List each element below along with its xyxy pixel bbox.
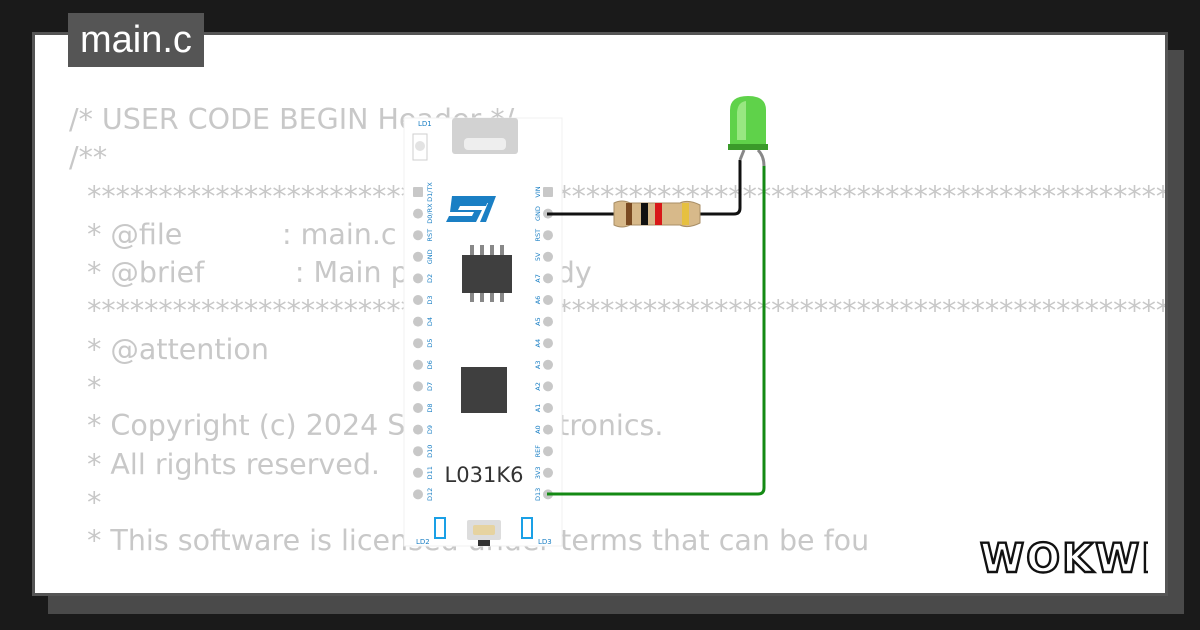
right-pin-label: A5 <box>534 317 542 326</box>
ld2-led <box>434 517 446 539</box>
right-pin-label: A0 <box>534 425 542 434</box>
board-model-label: L031K6 <box>445 463 524 487</box>
left-pin-d2[interactable] <box>413 273 423 284</box>
right-pin-label: A6 <box>534 296 542 305</box>
left-pin-label: D12 <box>426 488 434 501</box>
right-pin-ref[interactable] <box>543 446 553 457</box>
ld3-label: LD3 <box>538 538 552 546</box>
right-pin-5v[interactable] <box>543 251 553 262</box>
green-led[interactable] <box>728 96 768 167</box>
right-pin-a1[interactable] <box>543 403 553 413</box>
right-pin-a4[interactable] <box>543 338 553 349</box>
left-pin-label: RST <box>426 229 434 242</box>
right-pin-label: RST <box>534 229 542 242</box>
left-pin-d4[interactable] <box>413 316 423 327</box>
left-pin-label: D11 <box>426 466 434 479</box>
right-pin-3v3[interactable] <box>543 467 553 478</box>
left-pin-d10[interactable] <box>413 446 423 457</box>
left-pin-label: D7 <box>426 382 434 391</box>
right-pin-label: D13 <box>534 488 542 501</box>
right-pin-a0[interactable] <box>543 424 553 435</box>
left-pin-d7[interactable] <box>413 381 423 392</box>
code-line: /** <box>69 141 108 175</box>
left-pin-label: D10 <box>426 445 434 458</box>
code-line: /* USER CODE BEGIN Header */ <box>69 103 515 136</box>
left-pin-label: D2 <box>426 274 434 283</box>
svg-text:WOKWI: WOKWI <box>980 536 1148 582</box>
ld3-led <box>521 517 533 539</box>
left-pin-gnd[interactable] <box>413 251 423 262</box>
right-pin-a3[interactable] <box>543 359 553 370</box>
file-tab[interactable]: main.c <box>68 13 204 67</box>
resistor[interactable] <box>613 200 701 228</box>
code-line: * @file : main.c <box>69 217 397 251</box>
code-line: * @attention <box>69 332 269 366</box>
right-pin-label: A1 <box>534 404 542 413</box>
left-pin-label: D5 <box>426 339 434 348</box>
left-pin-d11[interactable] <box>413 467 423 478</box>
left-pin-label: D9 <box>426 425 434 434</box>
right-pin-rst[interactable] <box>543 230 553 241</box>
left-pin-d5[interactable] <box>413 338 423 349</box>
right-pin-label: 3V3 <box>534 466 542 479</box>
left-pin-d3[interactable] <box>413 295 423 305</box>
st-logo-icon <box>446 196 496 222</box>
signal-wire-d13-led[interactable] <box>547 166 766 496</box>
right-pin-label: 5V <box>534 252 542 261</box>
left-pin-label: D0/RX <box>426 203 434 224</box>
nucleo-board[interactable]: LD1 L031K6 LD2 LD3 <box>403 117 563 547</box>
ld1-led <box>415 141 425 151</box>
code-editor[interactable]: /* USER CODE BEGIN Header *//** ********… <box>69 101 1168 561</box>
right-pin-a2[interactable] <box>543 381 553 392</box>
ld1-label: LD1 <box>418 120 432 128</box>
small-chip <box>462 245 512 302</box>
left-pin-rst[interactable] <box>413 230 423 241</box>
left-pin-d1tx[interactable] <box>413 187 423 197</box>
code-line: * <box>69 485 102 519</box>
wokwi-logo: WOKWI <box>979 535 1148 582</box>
left-pin-d12[interactable] <box>413 489 423 500</box>
right-pin-label: GND <box>534 206 542 221</box>
mcu-chip <box>461 367 507 413</box>
left-pin-d0rx[interactable] <box>413 208 423 219</box>
right-pin-label: REF <box>534 445 542 458</box>
left-pin-d9[interactable] <box>413 424 423 435</box>
left-pin-d8[interactable] <box>413 403 423 413</box>
ld2-label: LD2 <box>416 538 430 546</box>
left-pin-label: GND <box>426 249 434 264</box>
right-pin-a7[interactable] <box>543 273 553 284</box>
right-pin-a5[interactable] <box>543 316 553 327</box>
right-pin-label: A4 <box>534 339 542 348</box>
left-pin-label: D4 <box>426 317 434 326</box>
right-pin-label: A2 <box>534 382 542 391</box>
right-pin-vin[interactable] <box>543 187 553 197</box>
left-pin-label: D3 <box>426 295 434 304</box>
left-pin-label: D8 <box>426 403 434 412</box>
code-card: /* USER CODE BEGIN Header *//** ********… <box>32 32 1168 596</box>
right-pin-label: A7 <box>534 274 542 283</box>
code-line: * <box>69 371 102 405</box>
right-pin-label: A3 <box>534 361 542 370</box>
right-pin-label: VIN <box>534 186 542 197</box>
gnd-wire-resistor-led[interactable] <box>700 160 742 216</box>
left-pin-label: D6 <box>426 360 434 369</box>
left-pin-label: D1/TX <box>426 182 434 202</box>
right-pin-a6[interactable] <box>543 295 553 305</box>
left-pin-d6[interactable] <box>413 359 423 370</box>
code-line: ****************************************… <box>69 294 1168 328</box>
code-line: * All rights reserved. <box>69 447 380 481</box>
